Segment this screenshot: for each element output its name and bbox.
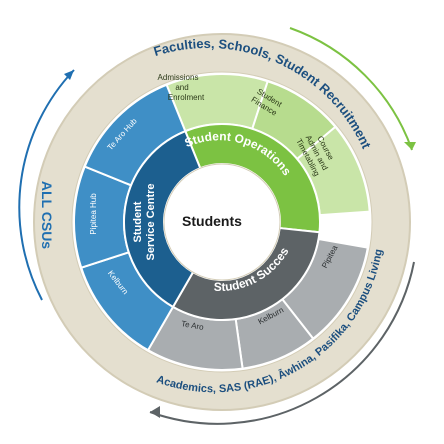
arrow-top-head [404,142,416,150]
center-circle [163,163,281,281]
te-aro-bottom-label: Te Aro [180,319,204,332]
arrow-top [289,27,413,151]
outer-left-label: ALL CSUs [39,181,55,249]
center-label: Students [182,213,242,229]
arrow-bottom-head [150,406,160,418]
arrow-bottom [149,261,415,425]
arrow-left-head [64,70,74,80]
student-service-centre-label: Student Service Centre [132,183,157,260]
arrow-left [18,69,75,301]
admissions-line-3: Enrolment [168,93,205,102]
admissions-line-2: and [175,83,188,92]
service-centre-line-2: Service Centre [145,183,157,260]
admissions-label: Admissions and Enrolment [158,73,205,102]
service-centre-line-1: Student [132,201,144,242]
admissions-line-1: Admissions [158,73,199,82]
pipitea-hub-label: Pipitea Hub [89,193,98,235]
